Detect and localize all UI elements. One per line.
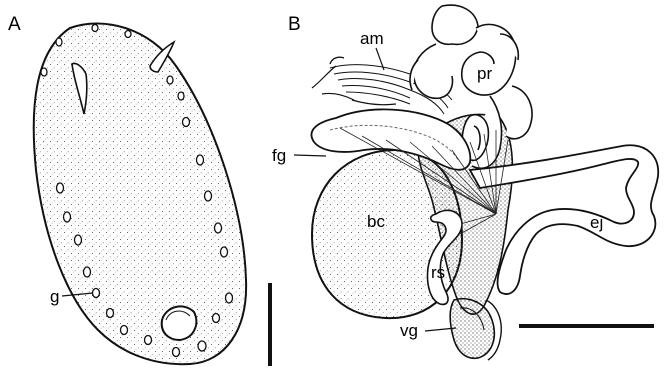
label-ampulla: am (360, 29, 384, 48)
label-receptaculum: rs (431, 263, 445, 282)
animal-body (34, 24, 246, 365)
panel-a: A (8, 14, 270, 366)
label-vagina: vg (400, 321, 418, 340)
label-prostate: pr (477, 64, 492, 83)
panel-a-letter: A (8, 14, 21, 35)
leader-female-gland (294, 155, 326, 156)
label-female-gland: fg (272, 146, 286, 165)
label-gland: g (50, 287, 59, 306)
label-ejaculatory-duct: ej (590, 213, 603, 232)
label-bursa-copulatrix: bc (367, 212, 385, 231)
vagina (450, 299, 494, 358)
panel-b: B (272, 5, 658, 360)
panel-b-letter: B (288, 14, 301, 35)
